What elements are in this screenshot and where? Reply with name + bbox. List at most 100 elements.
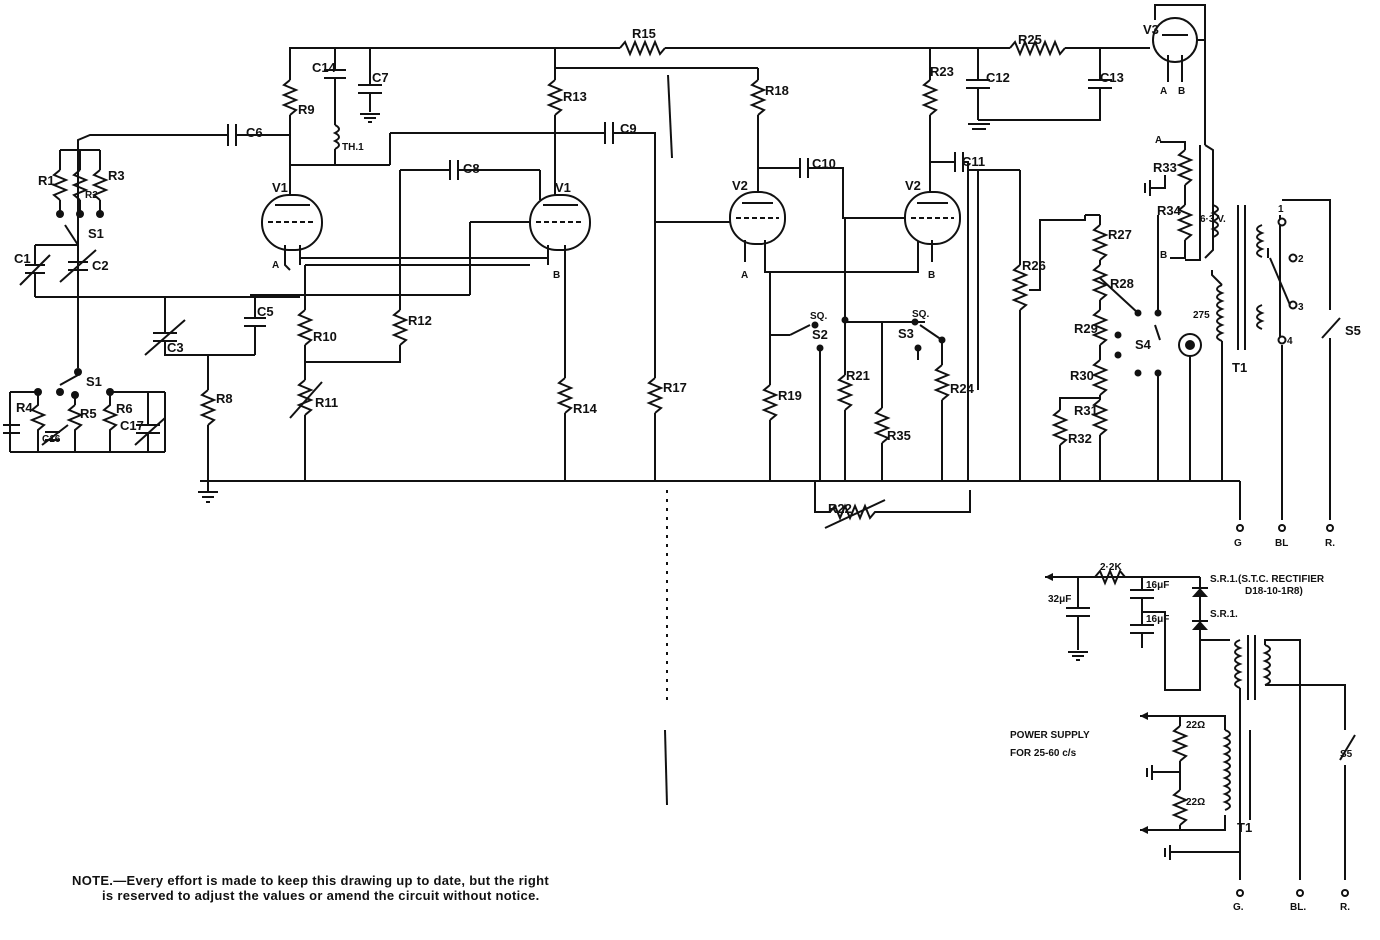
label-v1-a: A [272, 260, 279, 271]
label-ps-16uf-b: 16μF [1146, 614, 1169, 625]
label-sq-s3: SQ. [912, 309, 929, 320]
label-275: 275 [1193, 310, 1210, 321]
scratch-marks [664, 74, 673, 806]
label-r13: R13 [563, 89, 587, 104]
label-c12: C12 [986, 70, 1010, 85]
label-sw-4: 4 [1287, 336, 1293, 347]
label-v1-b: B [553, 270, 560, 281]
label-ps-sr1: S.R.1. [1210, 574, 1238, 585]
label-th1: TH.1 [342, 142, 364, 153]
label-r28: R28 [1110, 276, 1134, 291]
label-r10: R10 [313, 329, 337, 344]
label-r11: R11 [315, 395, 338, 410]
label-v2-a: A [741, 270, 748, 281]
label-r32: R32 [1068, 431, 1092, 446]
label-b-right: B [1160, 250, 1167, 261]
label-c7: C7 [372, 70, 389, 85]
label-c17: C17 [120, 418, 144, 433]
label-c11: C11 [962, 154, 985, 169]
label-s3: S3 [898, 326, 914, 341]
label-c16: C16 [42, 434, 61, 445]
wiring [3, 4, 1341, 532]
label-ps-rectifier-1: (S.T.C. RECTIFIER [1238, 574, 1325, 585]
label-terminal-r: R. [1325, 538, 1335, 549]
label-r4: R4 [16, 400, 33, 415]
label-r12: R12 [408, 313, 432, 328]
label-c8: C8 [463, 161, 480, 176]
label-ps-16uf-a: 16μF [1146, 580, 1169, 591]
label-r33: R33 [1153, 160, 1177, 175]
label-terminal-bl: BL [1275, 538, 1288, 549]
label-c2: C2 [92, 258, 109, 273]
label-terminal-g: G [1234, 538, 1242, 549]
ps-title-2: FOR 25-60 c/s [1010, 748, 1077, 759]
label-c14: C14 [312, 60, 337, 75]
label-r23: R23 [930, 64, 954, 79]
label-sw-1: 1 [1278, 204, 1284, 215]
label-c9: C9 [620, 121, 637, 136]
label-ps-terminal-bl: BL. [1290, 902, 1306, 913]
label-s2: S2 [812, 327, 828, 342]
label-v3-b: B [1178, 86, 1185, 97]
label-v2-right: V2 [905, 178, 921, 193]
label-ps-32uf: 32μF [1048, 594, 1071, 605]
label-r25: R25 [1018, 32, 1042, 47]
label-c10: C10 [812, 156, 836, 171]
label-sq-s2: SQ. [810, 311, 827, 322]
label-r22: R22 [828, 501, 852, 516]
note-line-2: is reserved to adjust the values or amen… [102, 888, 540, 903]
label-r27: R27 [1108, 227, 1132, 242]
label-v3: V3 [1143, 22, 1159, 37]
label-v1-right: V1 [555, 180, 571, 195]
power-supply-schematic [1045, 568, 1356, 897]
label-r21: R21 [846, 368, 870, 383]
label-s4: S4 [1135, 337, 1152, 352]
label-r30: R30 [1070, 368, 1094, 383]
label-r19: R19 [778, 388, 802, 403]
label-r29: R29 [1074, 321, 1098, 336]
label-v2-b: B [928, 270, 935, 281]
label-r18: R18 [765, 83, 789, 98]
label-v2-left: V2 [732, 178, 748, 193]
labels: V3 A B V1 V1 V2 V2 A B A B R1 R2 R3 R4 R… [14, 22, 1361, 913]
label-r1: R1 [38, 173, 55, 188]
label-c1: C1 [14, 251, 31, 266]
label-r24: R24 [950, 381, 975, 396]
label-s5: S5 [1345, 323, 1361, 338]
label-s1-top: S1 [88, 226, 104, 241]
label-sw-3: 3 [1298, 302, 1304, 313]
label-r17: R17 [663, 380, 687, 395]
label-s1-bottom: S1 [86, 374, 102, 389]
label-r5: R5 [80, 406, 97, 421]
note-line-1: NOTE.—Every effort is made to keep this … [72, 873, 549, 888]
label-ps-22a: 22Ω [1186, 720, 1205, 731]
label-ps-22b: 22Ω [1186, 797, 1205, 808]
label-sw-2: 2 [1298, 254, 1304, 265]
label-r31: R31 [1074, 403, 1098, 418]
label-ps-s5: S5 [1340, 749, 1353, 760]
label-t1: T1 [1232, 360, 1247, 375]
label-r15: R15 [632, 26, 656, 41]
label-c3: C3 [167, 340, 184, 355]
label-r26: R26 [1022, 258, 1046, 273]
footer-note: NOTE.—Every effort is made to keep this … [72, 873, 549, 903]
label-ps-2k2: 2·2K [1100, 562, 1122, 573]
label-r3: R3 [108, 168, 125, 183]
label-r34: R34 [1157, 203, 1182, 218]
label-ps-terminal-r: R. [1340, 902, 1350, 913]
label-r14: R14 [573, 401, 598, 416]
label-v3-a: A [1160, 86, 1167, 97]
label-r35: R35 [887, 428, 911, 443]
label-6v3: 6·3 V. [1200, 214, 1226, 225]
label-c13: C13 [1100, 70, 1124, 85]
label-r6: R6 [116, 401, 133, 416]
label-c6: C6 [246, 125, 263, 140]
label-c5: C5 [257, 304, 274, 319]
label-ps-sr1b: S.R.1. [1210, 609, 1238, 620]
label-r9: R9 [298, 102, 315, 117]
label-ps-rectifier-2: D18-10-1R8) [1245, 586, 1303, 597]
label-ps-t1: T1 [1237, 820, 1252, 835]
label-r8: R8 [216, 391, 233, 406]
label-a-right: A [1155, 135, 1162, 146]
